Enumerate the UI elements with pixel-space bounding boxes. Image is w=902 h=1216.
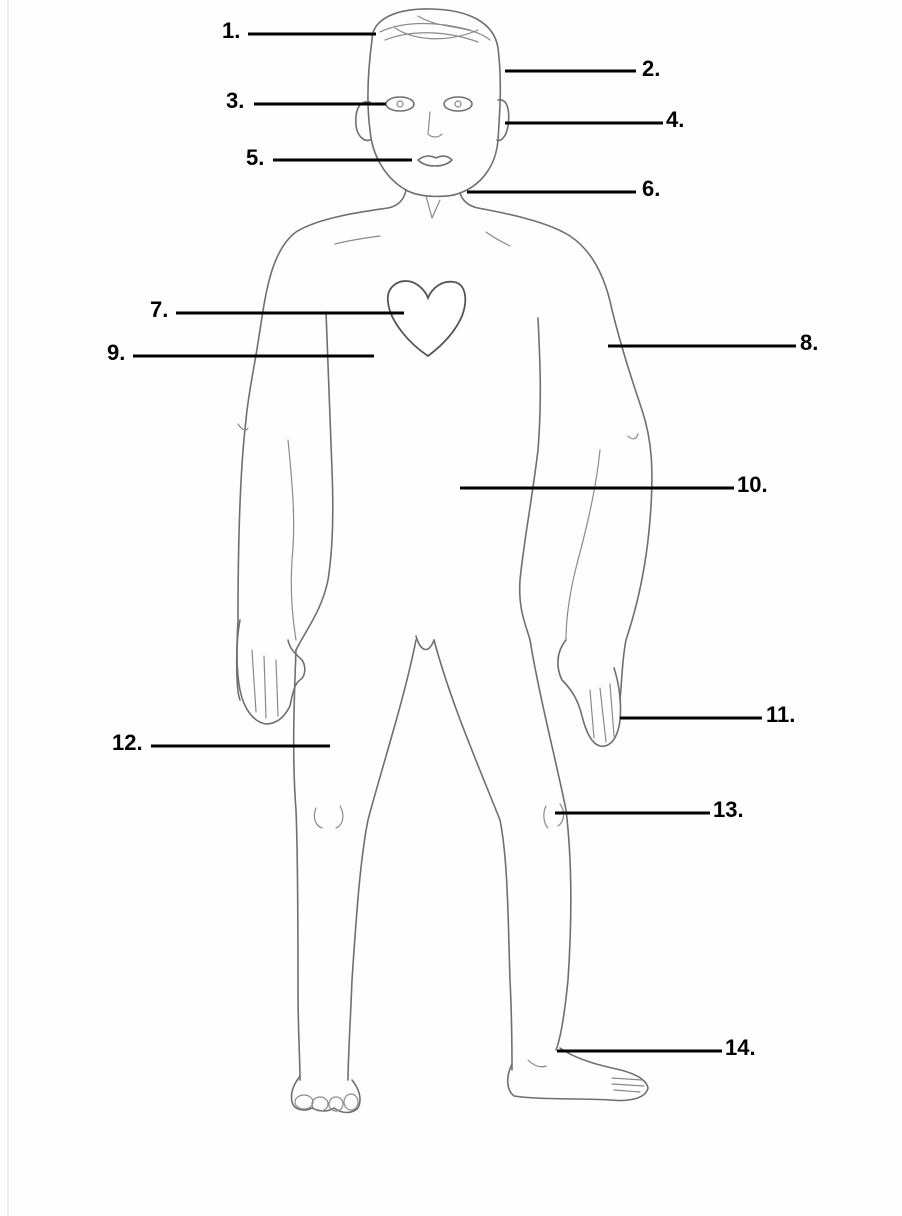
left-knee	[314, 806, 343, 828]
label-11: 11.	[766, 702, 795, 727]
left-eye	[386, 97, 414, 111]
label-7: 7.	[150, 297, 168, 322]
label-6: 6.	[642, 176, 660, 201]
right-inner-arm	[566, 450, 600, 640]
right-pupil	[455, 101, 461, 107]
label-14: 14.	[725, 1035, 756, 1060]
nose	[428, 112, 442, 137]
left-torso-side	[296, 312, 333, 650]
right-fingers	[590, 684, 614, 742]
neck-left	[388, 190, 406, 208]
left-fingers	[252, 650, 278, 718]
label-13: 13.	[713, 797, 744, 822]
right-collarbone	[486, 232, 510, 246]
right-foot	[508, 1048, 648, 1101]
left-toe-4	[344, 1094, 358, 1110]
left-shoulder-arm-outline	[237, 208, 388, 700]
crotch	[416, 636, 434, 650]
number-labels: 1. 2. 3. 4. 5. 6. 7. 8. 9. 10. 11. 12. 1…	[107, 18, 818, 1060]
right-knee	[544, 804, 564, 828]
torso-drawing	[237, 190, 652, 700]
right-ankle	[528, 1060, 546, 1067]
heart-shape	[388, 281, 465, 356]
mouth	[418, 156, 452, 166]
label-4: 4.	[666, 107, 684, 132]
right-elbow	[628, 434, 638, 439]
neck-right	[460, 193, 478, 208]
right-eye	[444, 97, 472, 111]
label-9: 9.	[107, 340, 125, 365]
left-toe-1	[295, 1095, 313, 1109]
label-1: 1.	[222, 18, 240, 43]
left-leg-outer	[294, 650, 300, 1080]
label-3: 3.	[226, 88, 244, 113]
right-toes	[612, 1078, 644, 1092]
leader-lines	[133, 34, 796, 1051]
hair-strokes	[380, 16, 490, 42]
left-leg-inner	[348, 640, 416, 1080]
left-pupil	[397, 101, 403, 107]
right-leg-outer	[530, 640, 571, 1050]
label-10: 10.	[737, 472, 768, 497]
label-12: 12.	[112, 730, 143, 755]
left-toe-2	[312, 1097, 328, 1111]
left-inner-arm	[288, 440, 296, 640]
throat	[426, 196, 440, 218]
left-elbow	[238, 424, 248, 430]
right-leg-inner	[434, 640, 512, 1070]
label-8: 8.	[800, 330, 818, 355]
right-torso-side	[520, 318, 541, 640]
label-5: 5.	[246, 145, 264, 170]
label-2: 2.	[642, 56, 660, 81]
legs-drawing	[291, 636, 648, 1113]
right-shoulder-arm-outline	[478, 208, 652, 700]
left-collarbone	[335, 236, 380, 244]
head-outline	[368, 9, 500, 197]
